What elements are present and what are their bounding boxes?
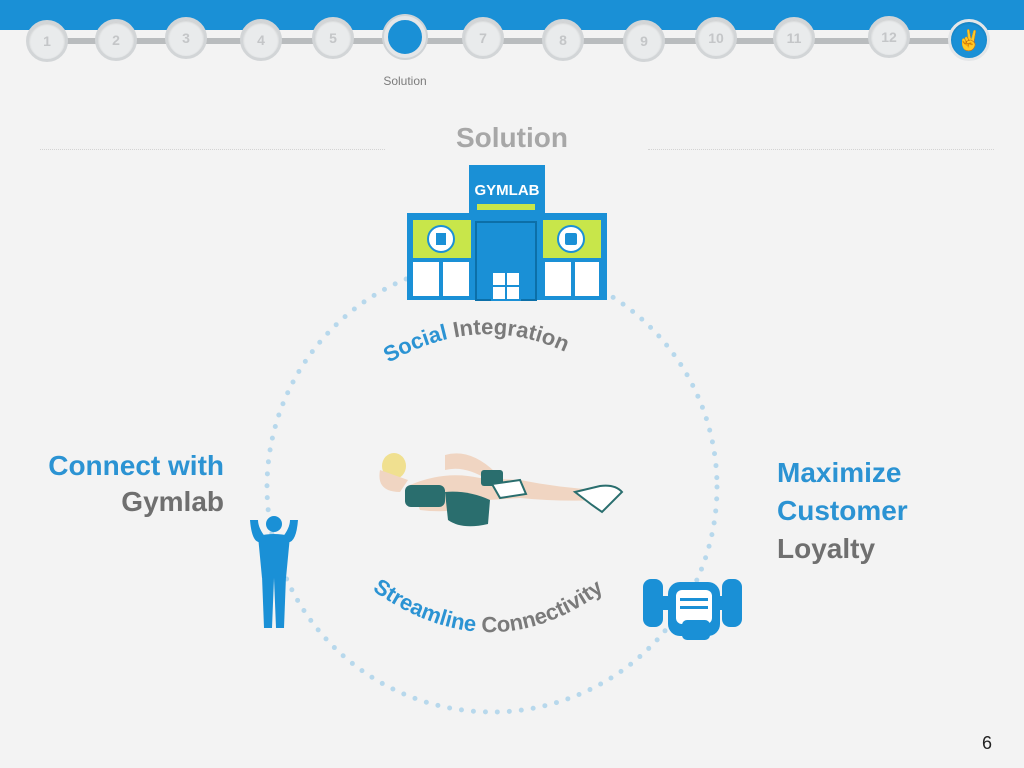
step-8[interactable]: 8 xyxy=(542,19,584,61)
gym-sign: GYMLAB xyxy=(475,182,540,199)
left-line-2: Gymlab xyxy=(121,486,224,517)
cycle-circle xyxy=(264,259,720,715)
slide-title: Solution xyxy=(456,122,568,153)
step-2[interactable]: 2 xyxy=(95,19,137,61)
step-6-current[interactable] xyxy=(384,16,426,58)
divider-right xyxy=(648,149,994,150)
arc-word-integration: Integration xyxy=(451,314,573,356)
connect-with-gymlab-text: Connect with Gymlab xyxy=(48,448,224,520)
arc-social-integration: Social Integration xyxy=(379,314,573,367)
left-line-1: Connect with xyxy=(48,450,224,481)
arc-word-connectivity: Connectivity xyxy=(481,574,607,637)
gym-building-icon xyxy=(407,165,607,301)
step-12[interactable]: 12 xyxy=(868,16,910,58)
step-7[interactable]: 7 xyxy=(462,17,504,59)
progress-track xyxy=(40,38,980,44)
right-line-2: Customer xyxy=(777,495,908,526)
step-10[interactable]: 10 xyxy=(695,17,737,59)
woman-exercising-illustration xyxy=(379,453,624,527)
arc-word-social: Social xyxy=(379,319,450,367)
divider-left xyxy=(40,149,385,150)
step-3[interactable]: 3 xyxy=(165,17,207,59)
step-5[interactable]: 5 xyxy=(312,17,354,59)
arc-word-streamline: Streamline xyxy=(369,574,478,637)
arc-streamline-connectivity: Streamline Connectivity xyxy=(369,574,607,638)
current-step-caption: Solution xyxy=(383,74,427,88)
step-1[interactable]: 1 xyxy=(26,20,68,62)
progress-stepper: 1 2 3 4 5 7 8 9 10 11 12 ✌ Solution xyxy=(0,0,1024,90)
page-number: 6 xyxy=(981,733,992,753)
step-4[interactable]: 4 xyxy=(240,19,282,61)
maximize-loyalty-text: Maximize Customer Loyalty xyxy=(777,454,908,568)
step-11[interactable]: 11 xyxy=(773,17,815,59)
step-9[interactable]: 9 xyxy=(623,20,665,62)
dumbbell-fist-icon xyxy=(643,579,742,640)
right-line-3: Loyalty xyxy=(777,533,876,564)
step-final-victory-icon[interactable]: ✌ xyxy=(948,19,990,61)
bodybuilder-icon xyxy=(250,516,298,628)
right-line-1: Maximize xyxy=(777,457,902,488)
